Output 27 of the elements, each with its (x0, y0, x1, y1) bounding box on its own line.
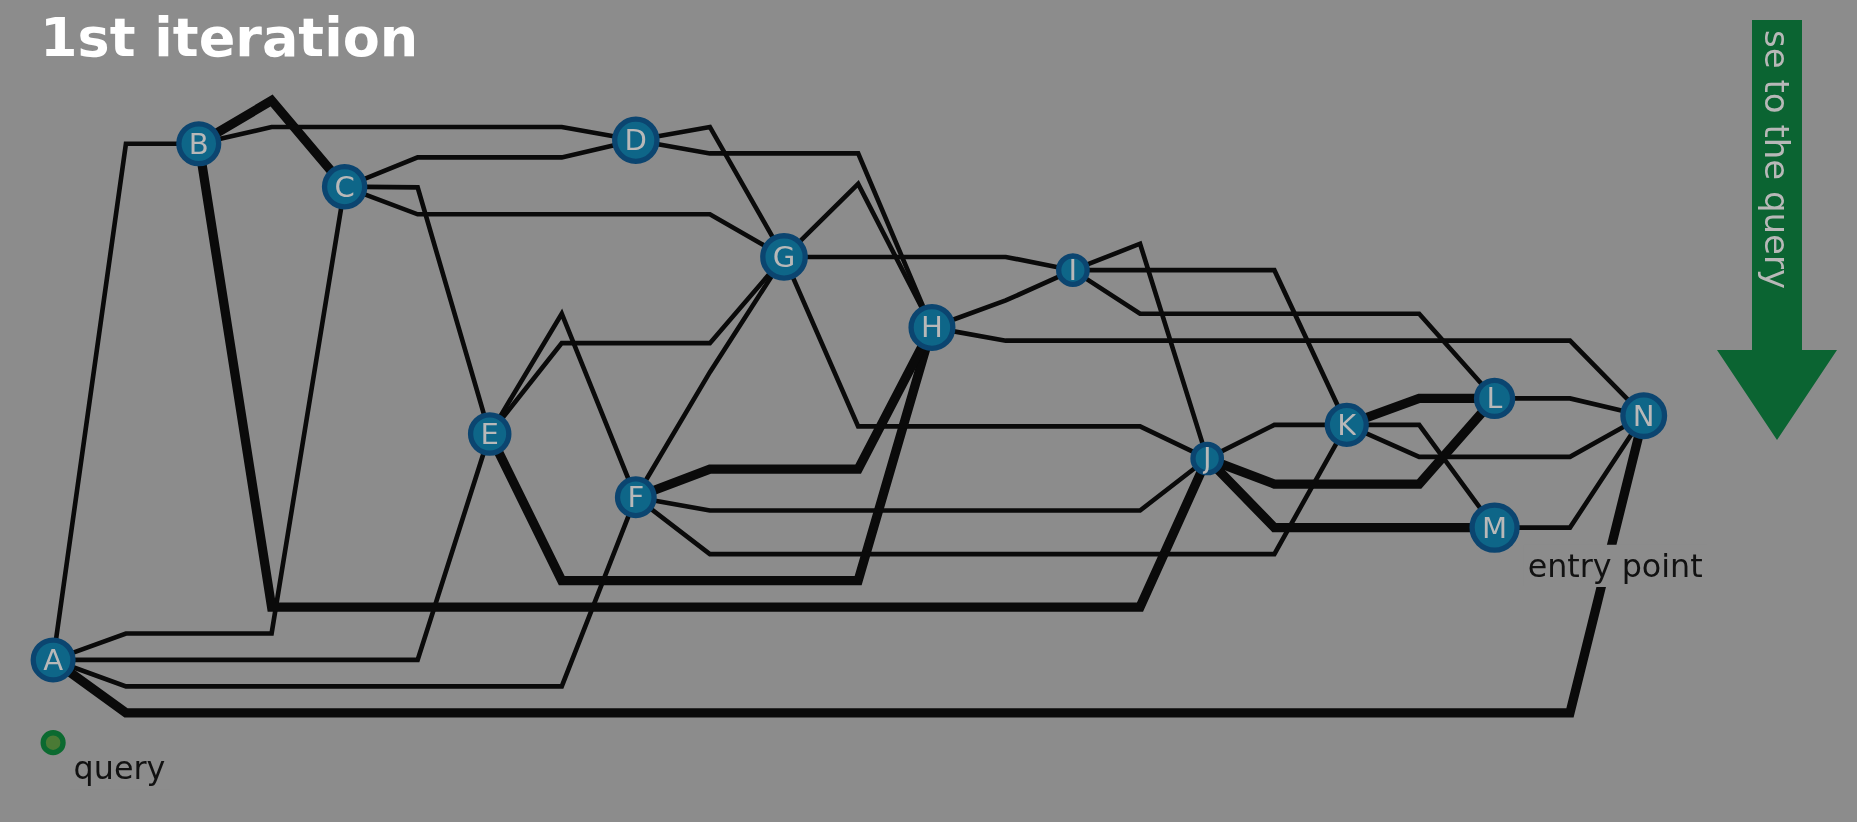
graph-node-circle: I (1056, 253, 1090, 288)
graph-node-circle: J (1190, 441, 1225, 476)
connector-line (805, 254, 1060, 270)
node-caption: query (73, 750, 166, 787)
node-caption: entry point (1527, 547, 1703, 584)
graph-node-circle: N (1620, 392, 1668, 440)
connector-line (71, 206, 344, 656)
graph-node-circle: A (30, 637, 76, 683)
connector-line (1366, 422, 1484, 511)
graph-node-circle: F (614, 476, 657, 519)
connector-line (364, 184, 487, 417)
connector-line (1512, 396, 1624, 414)
graph-node-circle: L (1473, 377, 1516, 420)
graph-node-circle: B (176, 121, 222, 167)
graph-node-circle: D (612, 116, 660, 164)
connector-line (790, 275, 1196, 455)
graph-node-circle: E (467, 412, 512, 456)
diagram-title: 1st iteration (40, 6, 419, 69)
graph-node-circle: M (1469, 502, 1520, 553)
graph-node-circle: H (908, 303, 956, 351)
connector-line (213, 94, 336, 175)
connector-line (656, 124, 776, 240)
graph-node-circle: C (321, 164, 368, 210)
graph-node-circle: K (1324, 402, 1369, 447)
arrow-label: se to the query (1757, 30, 1797, 290)
graph-node-circle: G (760, 233, 808, 281)
query-point-circle (40, 730, 66, 756)
